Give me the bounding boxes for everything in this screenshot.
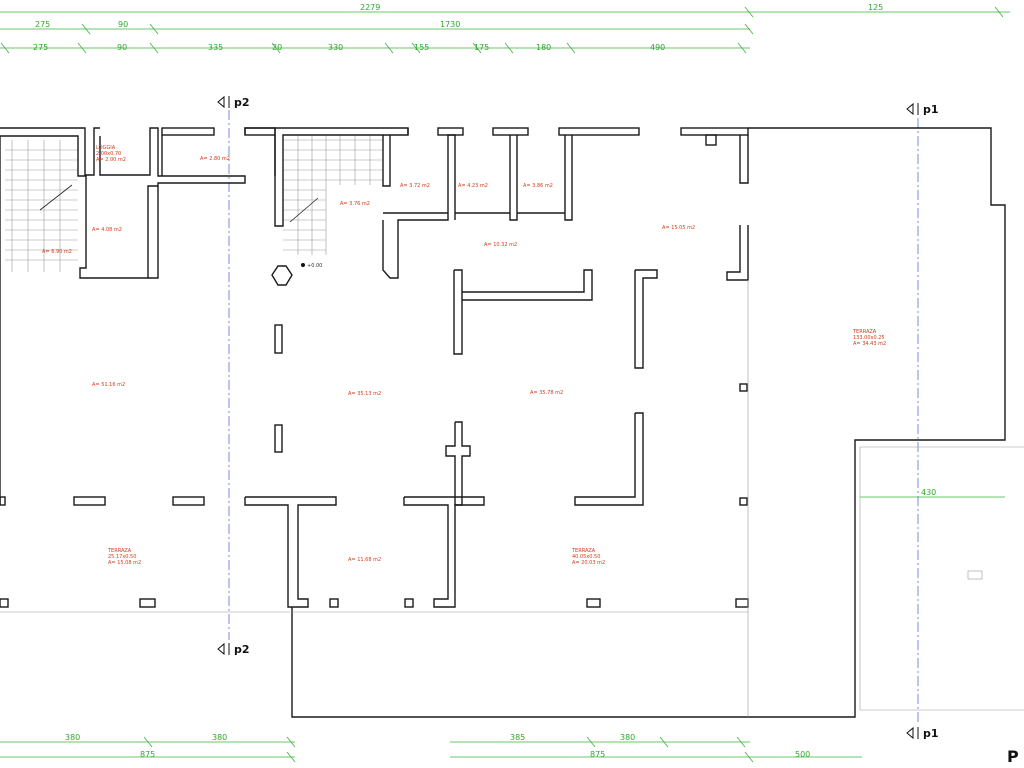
dim-top-r2-1: 90 xyxy=(117,43,127,52)
dim-top-overall: 2279 xyxy=(360,3,380,12)
room-label-r13: A= 11.68 m2 xyxy=(348,557,381,563)
dim-bottom-4: 500 xyxy=(795,750,810,759)
room-label-line: A= 51.16 m2 xyxy=(92,382,125,388)
level-marker: +0.00 xyxy=(301,263,322,269)
room-label-r8: A= 10.32 m2 xyxy=(484,242,517,248)
section-markers: p2 p2 p1 p1 P xyxy=(217,95,1019,766)
stair-left xyxy=(5,140,78,272)
room-label-line: TERRAZA xyxy=(852,329,877,335)
room-label-r11: A= 35.13 m2 xyxy=(348,391,381,397)
room-label-r7: A= 3.86 m2 xyxy=(523,183,553,189)
dim-bottom-2: 385 xyxy=(510,733,525,742)
room-label-line: A= 15.08 m2 xyxy=(108,560,141,566)
room-label-line: A= 4.23 m2 xyxy=(458,183,488,189)
room-label-line: A= 35.78 m2 xyxy=(530,390,563,396)
section-p1-bottom: p1 xyxy=(906,726,939,740)
section-p1-top: p1 xyxy=(906,102,939,116)
dim-top-r2-2: 335 xyxy=(208,43,223,52)
room-label-r6: A= 4.23 m2 xyxy=(458,183,488,189)
dim-top-r2-3: 20 xyxy=(272,43,282,52)
room-label-line: A= 20.03 m2 xyxy=(572,560,605,566)
room-label-line: A= 11.68 m2 xyxy=(348,557,381,563)
svg-text:p1: p1 xyxy=(923,103,939,116)
stair-center xyxy=(283,135,383,255)
room-label-r4: A= 3.76 m2 xyxy=(340,201,370,207)
room-label-line: A= 6.90 m2 xyxy=(42,249,72,255)
dim-bottom-1: 380 xyxy=(212,733,227,742)
walls xyxy=(0,127,1024,718)
dim-top-r1-2: 1730 xyxy=(440,20,460,29)
room-label-line: 40.05x0.50 xyxy=(572,554,600,560)
room-label-line: A= 10.32 m2 xyxy=(484,242,517,248)
dim-top-r2-6: 175 xyxy=(474,43,489,52)
room-label-r3: A= 6.90 m2 xyxy=(42,249,72,255)
svg-text:430: 430 xyxy=(921,488,936,497)
room-label-r10: A= 51.16 m2 xyxy=(92,382,125,388)
room-label-r2: A= 4.08 m2 xyxy=(92,227,122,233)
dim-bottom-3: 380 xyxy=(620,733,635,742)
room-label-r9: A= 15.05 m2 xyxy=(662,225,695,231)
room-label-line: A= 4.08 m2 xyxy=(92,227,122,233)
room-label-r5: A= 3.72 m2 xyxy=(400,183,430,189)
dim-bottom-0: 380 xyxy=(65,733,80,742)
room-label-line: 2.00x0.70 xyxy=(96,151,121,157)
dim-top-r1-1: 90 xyxy=(118,20,128,29)
dim-top-r2-4: 330 xyxy=(328,43,343,52)
room-label-line: 25.17x0.50 xyxy=(108,554,136,560)
dim-bottom-r2-0: 875 xyxy=(140,750,155,759)
room-label-line: A= 15.05 m2 xyxy=(662,225,695,231)
room-label-line: A= 3.72 m2 xyxy=(400,183,430,189)
dim-top-r2-8: 490 xyxy=(650,43,665,52)
section-p2-bottom: p2 xyxy=(217,642,250,656)
room-label-line: A= 34.43 m2 xyxy=(853,341,886,347)
room-label-line: A= 2.00 m2 xyxy=(96,157,126,163)
room-label-line: A= 2.80 m2 xyxy=(200,156,230,162)
room-label-line: TERRAZA xyxy=(107,548,132,554)
svg-text:p2: p2 xyxy=(234,643,250,656)
dim-top-r2-0: 275 xyxy=(33,43,48,52)
room-label-line: LOGGIA xyxy=(96,145,116,151)
section-p2-top: p2 xyxy=(217,95,250,109)
room-label-line: TERRAZA xyxy=(571,548,596,554)
top-dimension-lines: 2279 275 90 1730 125 275 90 335 20 330 1… xyxy=(0,3,1010,54)
section-axes xyxy=(228,110,919,725)
dim-top-r1-0: 275 xyxy=(35,20,50,29)
room-label-line: 133.00x0.25 xyxy=(853,335,885,341)
dim-top-r2-5: 155 xyxy=(414,43,429,52)
svg-text:p1: p1 xyxy=(923,727,939,740)
room-label-r12: A= 35.78 m2 xyxy=(530,390,563,396)
dim-top-r1-3: 125 xyxy=(868,3,883,12)
dim-top-r2-7: 180 xyxy=(536,43,551,52)
sheet-letter: P xyxy=(1007,747,1019,766)
bottom-dimension-lines: 380 380 385 380 500 875 875 xyxy=(0,733,862,763)
right-mid-dimension: 430 xyxy=(860,488,1005,498)
room-label-r1: A= 2.80 m2 xyxy=(200,156,230,162)
svg-text:p2: p2 xyxy=(234,96,250,109)
room-label-line: A= 35.13 m2 xyxy=(348,391,381,397)
room-label-line: A= 3.76 m2 xyxy=(340,201,370,207)
room-label-line: A= 3.86 m2 xyxy=(523,183,553,189)
dim-bottom-r2-1: 875 xyxy=(590,750,605,759)
svg-text:+0.00: +0.00 xyxy=(307,263,322,269)
